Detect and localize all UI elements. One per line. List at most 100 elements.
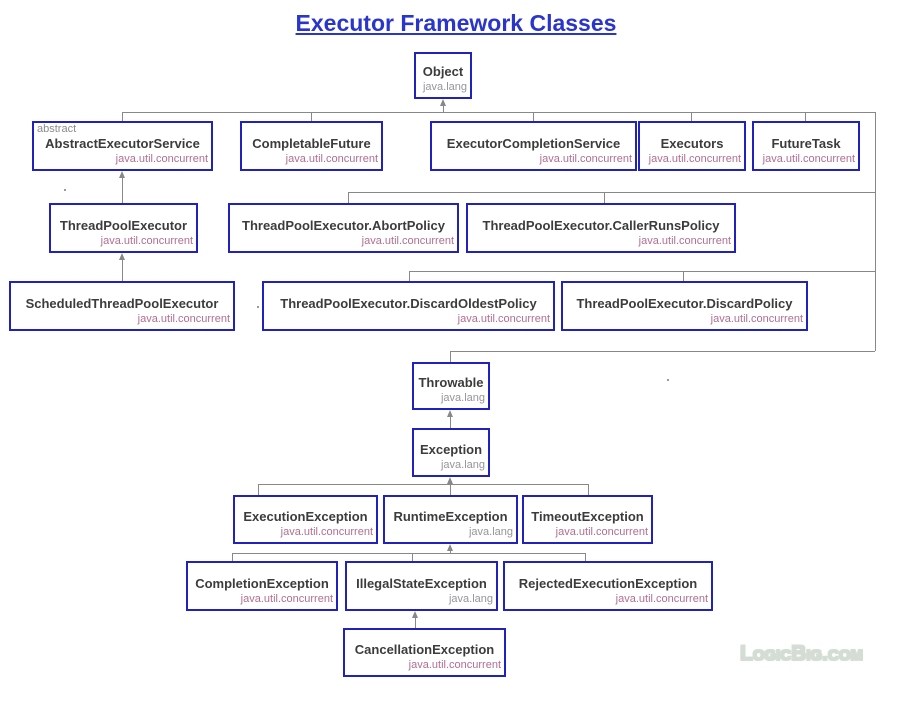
inheritance-arrow [412,611,418,618]
class-box-completable-future: CompletableFuture java.util.concurrent [240,121,383,171]
connector-stpe-riser [122,255,123,281]
class-name: Executors [660,136,724,151]
package-name: java.util.concurrent [615,593,708,605]
class-box-tpe-discard-policy: ThreadPoolExecutor.DiscardPolicy java.ut… [561,281,808,331]
connector-drop [412,553,413,561]
class-name: CompletableFuture [252,136,371,151]
class-box-executor-completion-service: ExecutorCompletionService java.util.conc… [430,121,637,171]
class-box-cancellation-exception: CancellationException java.util.concurre… [343,628,506,677]
package-name: java.lang [440,392,485,404]
class-box-object: Object java.lang [414,52,472,99]
class-name: AbstractExecutorService [45,136,200,151]
class-box-future-task: FutureTask java.util.concurrent [752,121,860,171]
connector-runtime-children-bus [232,553,585,554]
class-name: FutureTask [771,136,841,151]
class-box-completion-exception: CompletionException java.util.concurrent [186,561,338,611]
inheritance-arrow [119,171,125,178]
package-name: java.lang [448,593,493,605]
connector-drop [450,484,451,495]
class-box-tpe-caller-runs-policy: ThreadPoolExecutor.CallerRunsPolicy java… [466,203,736,253]
diagram-title: Executor Framework Classes [295,10,617,36]
class-box-execution-exception: ExecutionException java.util.concurrent [233,495,378,544]
connector-drop [409,271,410,281]
connector-drop [122,112,123,121]
package-name: java.util.concurrent [710,313,803,325]
connector-drop [683,271,684,281]
package-name: java.lang [440,459,485,471]
connector-exception-riser [450,412,451,428]
connector-drop [805,112,806,121]
connector-drop [348,192,349,203]
class-box-runtime-exception: RuntimeException java.lang [383,495,518,544]
stray-dot [64,189,66,191]
connector-drop [588,484,589,495]
connector-right-spine [875,112,876,351]
connector-spine-to-throwable [450,351,875,352]
class-box-illegal-state-exception: IllegalStateException java.lang [345,561,498,611]
class-name: CancellationException [354,642,495,657]
inheritance-arrow [447,477,453,484]
class-box-thread-pool-executor: ThreadPoolExecutor java.util.concurrent [49,203,198,253]
package-name: java.util.concurrent [408,659,501,671]
class-name: TimeoutException [531,509,644,524]
inheritance-arrow [119,253,125,260]
connector-exception-children-bus [258,484,588,485]
class-name: Exception [419,442,483,457]
class-box-tpe-abort-policy: ThreadPoolExecutor.AbortPolicy java.util… [228,203,459,253]
class-name: ThreadPoolExecutor.DiscardOldestPolicy [280,296,537,311]
package-name: java.util.concurrent [137,313,230,325]
connector-drop [691,112,692,121]
connector-drop [585,553,586,561]
package-name: java.util.concurrent [361,235,454,247]
class-name: Object [422,64,464,79]
class-box-throwable: Throwable java.lang [412,362,490,410]
class-name: ThreadPoolExecutor.AbortPolicy [242,218,445,233]
stereotype-label: abstract [37,123,77,135]
connector-drop [604,192,605,203]
class-box-exception: Exception java.lang [412,428,490,477]
class-name: ExecutionException [243,509,368,524]
connector-policy-bus-row3 [409,271,875,272]
class-box-timeout-exception: TimeoutException java.util.concurrent [522,495,653,544]
connector-drop [232,553,233,561]
package-name: java.lang [422,81,467,93]
class-name: RejectedExecutionException [518,576,698,591]
package-name: java.util.concurrent [457,313,550,325]
class-name: CompletionException [195,576,329,591]
class-name: ExecutorCompletionService [446,136,621,151]
package-name: java.util.concurrent [648,153,741,165]
class-box-executors: Executors java.util.concurrent [638,121,746,171]
class-box-rejected-execution-exception: RejectedExecutionException java.util.con… [503,561,713,611]
class-box-scheduled-thread-pool-executor: ScheduledThreadPoolExecutor java.util.co… [9,281,235,331]
package-name: java.lang [468,526,513,538]
package-name: java.util.concurrent [762,153,855,165]
class-name: Throwable [418,375,484,390]
class-box-abstract-executor-service: abstract AbstractExecutorService java.ut… [32,121,213,171]
package-name: java.util.concurrent [638,235,731,247]
inheritance-arrow [447,544,453,551]
package-name: java.util.concurrent [555,526,648,538]
connector-policy-bus-row2 [348,192,875,193]
package-name: java.util.concurrent [100,235,193,247]
connector-drop [533,112,534,121]
inheritance-arrow [447,410,453,417]
class-name: ScheduledThreadPoolExecutor [25,296,219,311]
connector-tpe-riser [122,173,123,203]
connector-drop [258,484,259,495]
logicbig-watermark: LogicBig.com [740,642,863,665]
class-box-tpe-discard-oldest-policy: ThreadPoolExecutor.DiscardOldestPolicy j… [262,281,555,331]
stray-dot [257,306,259,308]
inheritance-arrow [440,99,446,106]
class-name: ThreadPoolExecutor [59,218,188,233]
connector-object-children-bus [122,112,875,113]
class-name: RuntimeException [393,509,508,524]
class-name: ThreadPoolExecutor.DiscardPolicy [576,296,793,311]
connector-drop [311,112,312,121]
package-name: java.util.concurrent [115,153,208,165]
package-name: java.util.concurrent [280,526,373,538]
connector-cancellation-riser [415,613,416,628]
package-name: java.util.concurrent [539,153,632,165]
package-name: java.util.concurrent [240,593,333,605]
connector-drop [450,351,451,362]
